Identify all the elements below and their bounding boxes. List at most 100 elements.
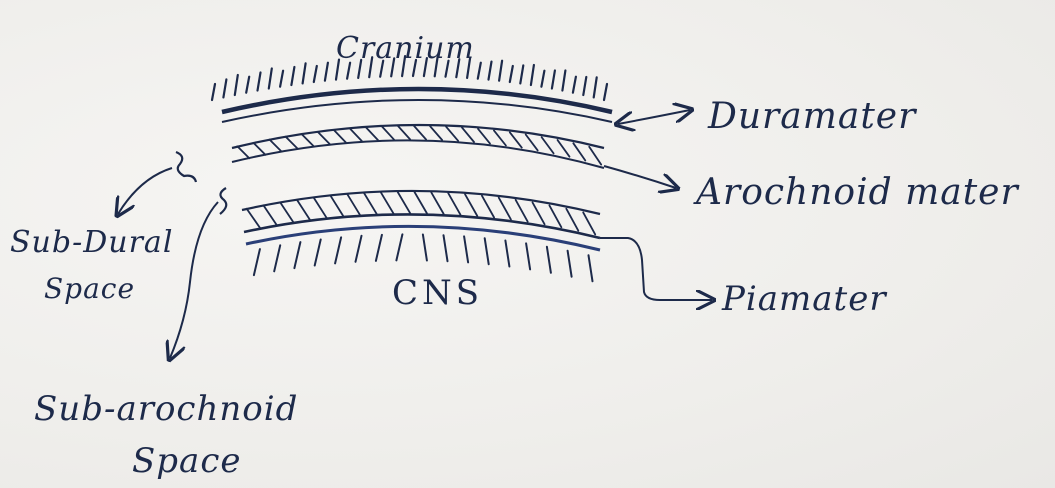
- pia-tick: [533, 202, 545, 224]
- pia-tick: [247, 209, 261, 229]
- cranium-tick: [235, 75, 238, 95]
- cns-tick: [356, 236, 362, 262]
- arachnoid-tick: [430, 126, 442, 140]
- pia-tick: [381, 192, 394, 213]
- cranium-tick: [478, 63, 481, 79]
- cranium-tick: [325, 63, 328, 81]
- arachnoid-tick: [318, 132, 330, 144]
- arachnoid-tick: [558, 140, 570, 157]
- arachnoid-tick: [366, 128, 378, 141]
- pia-tick: [482, 196, 494, 218]
- arachnoid-tick: [270, 140, 282, 152]
- subdural-brace: [176, 152, 196, 182]
- cns-tick: [568, 251, 572, 277]
- cns-tick: [315, 240, 321, 266]
- cranium-tick: [212, 84, 215, 100]
- arachnoid-tick: [542, 137, 554, 153]
- cranium-tick: [552, 71, 555, 89]
- subarachnoid-label-line2: Space: [132, 441, 242, 481]
- cns-tick: [589, 255, 593, 281]
- cranium-tick: [499, 61, 502, 81]
- arachnoid-tick: [414, 126, 426, 140]
- pia-tick: [364, 193, 377, 214]
- arachnoid-tick: [462, 128, 474, 142]
- pia-tick: [465, 194, 477, 216]
- arachnoid-tick: [478, 129, 490, 144]
- cns-tick: [274, 245, 280, 271]
- cranium-tick: [594, 77, 597, 97]
- cranium-tick: [531, 65, 534, 85]
- arachnoid-tick: [302, 134, 314, 146]
- pia-tick: [583, 212, 595, 234]
- pia-tick: [331, 196, 344, 217]
- cranium-tick: [520, 65, 523, 83]
- cns-tick: [444, 235, 448, 261]
- cranium-tick: [258, 73, 261, 91]
- arachnoid-tick: [526, 135, 538, 151]
- piamater-arrow: [600, 238, 712, 300]
- cranium-tick: [562, 71, 565, 91]
- duramater-arrow: [618, 110, 690, 124]
- arachnoid-tick: [446, 127, 458, 141]
- arachnoid-tick: [398, 126, 410, 139]
- pia-tick: [398, 192, 411, 213]
- pia-tick: [347, 194, 360, 215]
- pia-tick: [516, 200, 528, 222]
- pia-tick: [448, 193, 460, 215]
- pia-tick: [263, 205, 277, 225]
- cranium-tick: [489, 62, 492, 80]
- arachnoid-tick: [494, 130, 506, 145]
- cranium-tick: [246, 77, 249, 93]
- pia-tick: [566, 209, 578, 231]
- subarachnoid-arrow: [170, 202, 218, 358]
- arachnoid-lower-line: [232, 140, 604, 168]
- cranium-tick: [541, 71, 544, 87]
- pia-tick: [297, 200, 310, 221]
- subdural-label-line1: Sub-Dural: [10, 225, 173, 260]
- arachnoid-tick: [334, 130, 346, 143]
- arachnoid-tick: [350, 129, 362, 142]
- cns-tick: [294, 242, 300, 268]
- duramater-label: Duramater: [707, 96, 917, 137]
- cns-tick: [423, 235, 427, 261]
- cns-tick: [505, 241, 509, 267]
- cns-tick: [526, 243, 530, 269]
- cranium-tick: [604, 84, 607, 100]
- pia-tick: [280, 202, 294, 222]
- arachnoid-tick: [589, 147, 601, 165]
- cranium-tick: [583, 77, 586, 95]
- subdural-arrow: [118, 168, 172, 214]
- pia-tick: [415, 192, 428, 214]
- cns-tick: [335, 237, 341, 263]
- subarachnoid-label-line1: Sub-arochnoid: [34, 389, 298, 429]
- arachnoid-tick: [382, 127, 394, 140]
- pia-tick: [314, 198, 327, 219]
- cranium-tick: [314, 66, 317, 82]
- cns-tick: [396, 234, 402, 260]
- piamater-label: Piamater: [721, 279, 887, 319]
- cranium-tick: [280, 71, 283, 87]
- cns-tick: [464, 236, 468, 262]
- pia-tick: [499, 198, 511, 220]
- arachnoid-tick: [253, 143, 265, 155]
- arachnoid-tick: [286, 137, 298, 149]
- cranium-tick: [303, 63, 306, 83]
- cranium-tick: [269, 69, 272, 89]
- cranium-label: Cranium: [336, 31, 475, 66]
- subdural-label-line2: Space: [44, 272, 135, 305]
- cns-label: CNS: [392, 273, 483, 313]
- cranium-tick: [291, 67, 294, 85]
- cns-tick: [547, 247, 551, 273]
- arachnoid-tick: [237, 146, 249, 158]
- pia-tick: [549, 205, 561, 227]
- arachnoid-tick: [510, 132, 522, 147]
- arachnoid-label: Arochnoid mater: [693, 172, 1019, 213]
- cns-tick: [254, 249, 260, 275]
- arachnoid-arrow: [604, 166, 676, 188]
- cranium-tick: [510, 66, 513, 82]
- arachnoid-hatching: [237, 126, 601, 165]
- duramater-inner-line: [222, 100, 612, 122]
- arachnoid-tick: [573, 143, 585, 160]
